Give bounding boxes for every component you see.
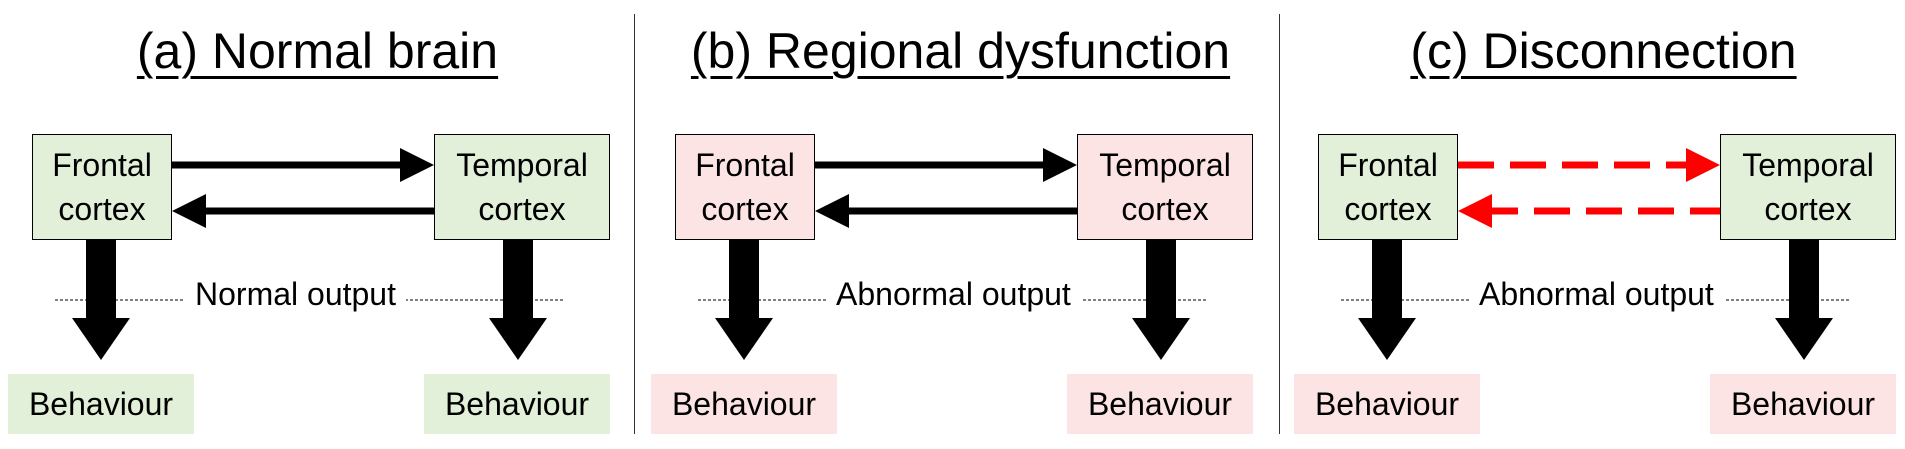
backward-arrowhead [1458, 194, 1492, 228]
box-label-line2: cortex [701, 191, 789, 227]
panel-regional-dysfunction: (b) Regional dysfunction Frontal cortex T… [643, 0, 1278, 449]
panel-title: (b) Regional dysfunction [690, 23, 1231, 79]
box-label-line1: Temporal [456, 147, 588, 183]
box-label-line1: Frontal [52, 147, 152, 183]
output-label: Normal output [185, 276, 406, 313]
box-label-line2: cortex [1764, 191, 1852, 227]
left-output-arrowhead [715, 318, 773, 360]
right-output-shaft [503, 240, 533, 320]
left-behaviour-label: Behaviour [8, 374, 194, 434]
panel-disconnection: (c) Disconnection Frontal cortex Temporal… [1286, 0, 1905, 449]
right-output-shaft [1146, 240, 1176, 320]
output-label: Abnormal output [1469, 276, 1724, 313]
left-output-arrowhead [72, 318, 130, 360]
panel-title: (c) Disconnection [1410, 23, 1797, 79]
left-output-shaft [86, 240, 116, 320]
left-output-shaft [729, 240, 759, 320]
right-output-shaft [1789, 240, 1819, 320]
box-label-line1: Temporal [1099, 147, 1231, 183]
temporal-cortex-box: Temporal cortex [1077, 134, 1253, 240]
box-label-line1: Temporal [1742, 147, 1874, 183]
right-output-arrowhead [489, 318, 547, 360]
box-label-line2: cortex [1344, 191, 1432, 227]
box-label-line2: cortex [58, 191, 146, 227]
connection-arrows [1341, 148, 1851, 360]
forward-arrowhead [400, 148, 434, 182]
forward-arrowhead [1686, 148, 1720, 182]
box-label-line1: Frontal [695, 147, 795, 183]
left-behaviour-label: Behaviour [651, 374, 837, 434]
panel-normal-brain: (a) Normal brain Frontal cortex Temporal c… [0, 0, 635, 449]
box-label-line1: Frontal [1338, 147, 1438, 183]
left-output-arrowhead [1358, 318, 1416, 360]
backward-arrowhead [815, 194, 849, 228]
right-behaviour-label: Behaviour [424, 374, 610, 434]
backward-arrowhead [172, 194, 206, 228]
panel-divider [634, 14, 635, 434]
forward-arrowhead [1043, 148, 1077, 182]
frontal-cortex-box: Frontal cortex [32, 134, 172, 240]
temporal-cortex-box: Temporal cortex [434, 134, 610, 240]
box-label-line2: cortex [478, 191, 566, 227]
right-output-arrowhead [1132, 318, 1190, 360]
panel-title: (a) Normal brain [136, 23, 499, 79]
left-behaviour-label: Behaviour [1294, 374, 1480, 434]
output-label: Abnormal output [826, 276, 1081, 313]
connection-arrows [55, 148, 565, 360]
connection-arrows [698, 148, 1208, 360]
right-output-arrowhead [1775, 318, 1833, 360]
temporal-cortex-box: Temporal cortex [1720, 134, 1896, 240]
box-label-line2: cortex [1121, 191, 1209, 227]
left-output-shaft [1372, 240, 1402, 320]
frontal-cortex-box: Frontal cortex [1318, 134, 1458, 240]
right-behaviour-label: Behaviour [1710, 374, 1896, 434]
panel-divider [1279, 14, 1280, 434]
right-behaviour-label: Behaviour [1067, 374, 1253, 434]
frontal-cortex-box: Frontal cortex [675, 134, 815, 240]
